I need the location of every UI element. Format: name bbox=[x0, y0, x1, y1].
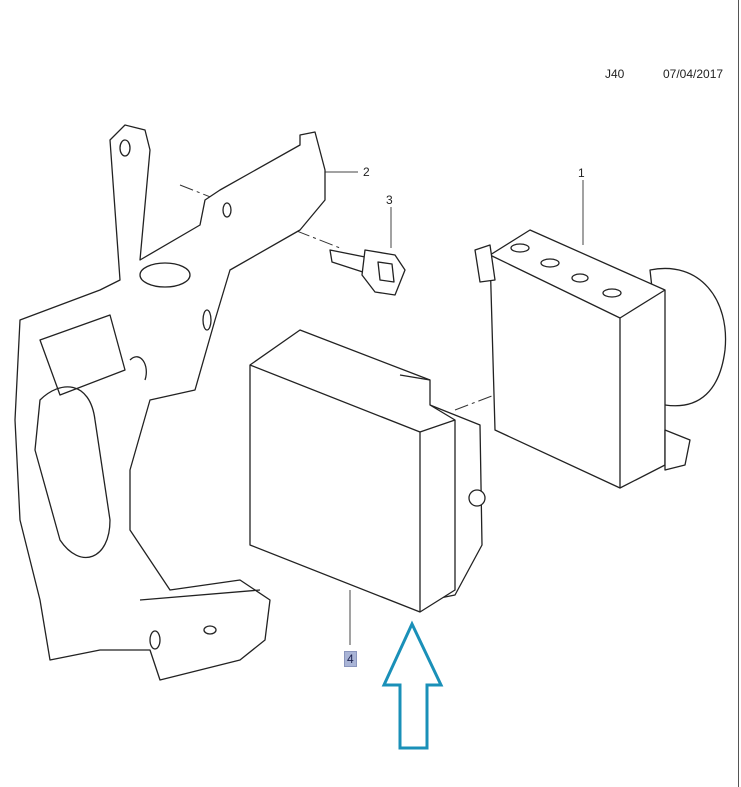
frame-border bbox=[738, 0, 739, 787]
up-arrow-icon bbox=[381, 620, 444, 750]
hydraulic-unit-part-1 bbox=[474, 229, 727, 489]
diagram-code: J40 bbox=[605, 67, 625, 81]
callout-1[interactable]: 1 bbox=[578, 166, 585, 180]
callout-3[interactable]: 3 bbox=[386, 193, 393, 207]
bolt-part-3 bbox=[329, 249, 406, 296]
callout-2[interactable]: 2 bbox=[363, 165, 370, 179]
bracket-part-2 bbox=[14, 124, 326, 681]
diagram-date: 07/04/2017 bbox=[663, 67, 724, 81]
callout-4-highlighted[interactable]: 4 bbox=[344, 651, 357, 667]
control-module-part-4 bbox=[249, 329, 486, 613]
leader-lines bbox=[325, 171, 584, 645]
